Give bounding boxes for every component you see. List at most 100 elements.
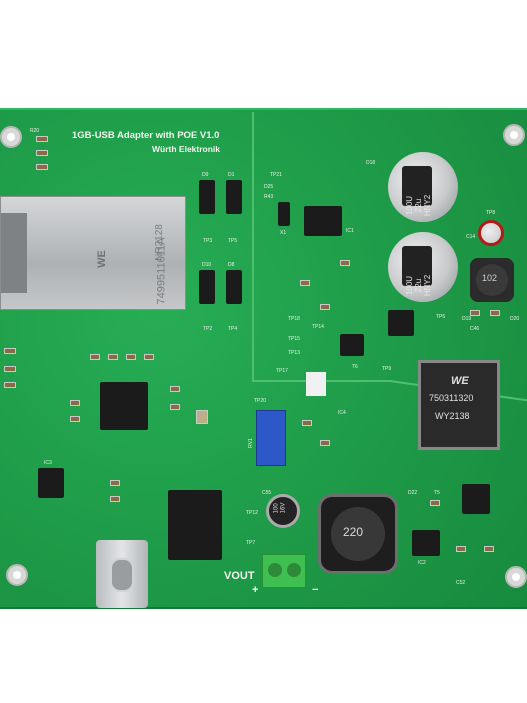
smd-cap (320, 304, 330, 310)
inductor-small-value: 102 (482, 273, 498, 283)
ic-poe-chip (340, 334, 364, 356)
smd-resistor (4, 366, 16, 372)
silk-label: TP15 (288, 336, 300, 342)
diode-d10 (199, 270, 215, 304)
small-chip-1 (388, 310, 414, 336)
usb-controller-chip (100, 382, 148, 430)
silk-label: D22 (408, 490, 418, 496)
smd-cap (108, 354, 118, 360)
transformer-code: WY2138 (435, 411, 470, 421)
smd-cap (90, 354, 100, 360)
x1-jumper (278, 202, 290, 226)
silk-label: D25 (264, 184, 274, 190)
silk-label: TP8 (486, 210, 496, 216)
board-maker: Würth Elektronik (152, 144, 221, 154)
rj45-jack: WE 7499511611A NR2128 (0, 196, 186, 310)
silk-label: C14 (466, 234, 476, 240)
silk-label: TP12 (246, 510, 258, 516)
silk-label: X1 (280, 230, 287, 236)
shield-chip (168, 490, 222, 560)
silk-label: IC1 (346, 228, 354, 234)
silk-label: TP4 (228, 326, 238, 332)
silk-label: TP6 (436, 314, 446, 320)
silk-label: IC4 (338, 410, 346, 416)
transformer: WE 750311320 WY2138 (418, 360, 500, 450)
smd-cap (170, 404, 180, 410)
silk-label: IC3 (44, 460, 52, 466)
diode-d8 (226, 270, 242, 304)
silk-label: TP21 (270, 172, 282, 178)
smd-cap (144, 354, 154, 360)
smd-cap (110, 480, 120, 486)
smd-cap (70, 400, 80, 406)
vout-minus: − (312, 584, 319, 596)
vout-plus: + (252, 584, 259, 596)
vout-label: VOUT (224, 570, 255, 582)
silk-label: D9 (202, 172, 209, 178)
silk-label: D19 (462, 316, 472, 322)
terminal-block (262, 554, 306, 588)
silk-label: C52 (456, 580, 466, 586)
silk-label: T6 (352, 364, 358, 370)
smd-resistor (4, 348, 16, 354)
inductor-large: 220 (318, 494, 398, 574)
rj45-code: NR2128 (153, 224, 165, 261)
smd-cap (320, 440, 330, 446)
t5-chip (462, 484, 490, 514)
usb-c-connector (96, 540, 148, 608)
silk-label: TP7 (246, 540, 256, 546)
silk-label: C55 (262, 490, 272, 496)
silk-label: IC2 (418, 560, 426, 566)
silk-label: D8 (228, 262, 235, 268)
smd-cap (340, 260, 350, 266)
smd-resistor (36, 150, 48, 156)
ic2-chip (412, 530, 440, 556)
silk-label: D10 (202, 262, 212, 268)
smd-cap (170, 386, 180, 392)
smd-cap (470, 310, 480, 316)
mounting-hole-top-left (0, 126, 22, 148)
smd-cap (70, 416, 80, 422)
silk-label: TP14 (312, 324, 324, 330)
silk-label: C46 (470, 326, 480, 332)
silk-label: TP3 (203, 238, 213, 244)
smd-cap (490, 310, 500, 316)
rj45-brand: WE (95, 250, 108, 268)
silk-label: TP17 (276, 368, 288, 374)
mounting-hole-bottom-right (505, 566, 527, 588)
diode-d1 (226, 180, 242, 214)
smd-cap (456, 546, 466, 552)
smd-resistor (36, 136, 48, 142)
isolation-line-vertical (252, 112, 254, 380)
board-title: 1GB-USB Adapter with POE V1.0 (72, 130, 220, 141)
transformer-part: 750311320 (429, 393, 474, 403)
silk-label: TP20 (254, 398, 266, 404)
rj45-port (1, 213, 27, 293)
smd-cap (430, 500, 440, 506)
smd-cap (196, 410, 208, 424)
white-connector (306, 372, 326, 396)
silk-label: T5 (434, 490, 440, 496)
silk-label: D1 (228, 172, 235, 178)
ic3-chip (38, 468, 64, 498)
silk-label: TP5 (228, 238, 238, 244)
silk-label: D18 (366, 160, 376, 166)
silk-label: RV1 (247, 438, 254, 448)
silk-label: TP18 (288, 316, 300, 322)
silk-label: TP9 (382, 366, 392, 372)
inductor-large-value: 220 (343, 525, 364, 539)
smd-resistor (4, 382, 16, 388)
diode-d9 (199, 180, 215, 214)
silk-label: TP2 (203, 326, 213, 332)
silk-label: R20 (30, 128, 40, 134)
mounting-hole-bottom-left (6, 564, 28, 586)
smd-resistor (36, 164, 48, 170)
silk-label: D20 (510, 316, 520, 322)
silk-label: R43 (264, 194, 274, 200)
